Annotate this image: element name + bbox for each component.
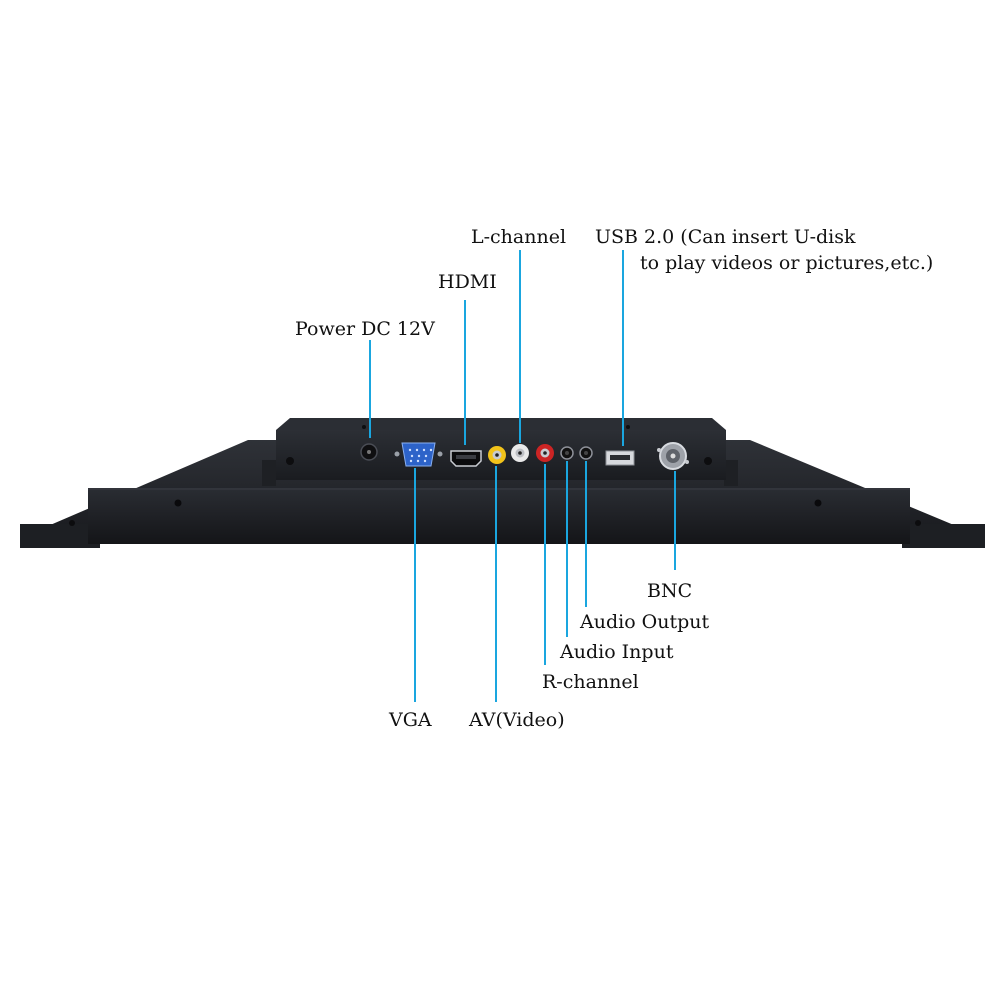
label-vga: VGA [389,709,432,731]
label-bnc: BNC [647,580,693,602]
label-usb-line2: to play videos or pictures,etc.) [640,252,934,274]
label-audio-input: Audio Input [560,641,674,663]
flange-tab-right [902,524,985,548]
label-audio-output: Audio Output [580,611,710,633]
hdmi-port [450,450,482,467]
callout-lines [369,250,676,702]
audio-output-port [579,446,593,460]
control-box-top [276,418,726,430]
l-channel-port [511,444,529,462]
power-port [360,443,378,461]
label-av-video: AV(Video) [469,709,565,731]
label-hdmi: HDMI [438,271,497,293]
chassis-body [88,488,910,544]
label-power: Power DC 12V [295,318,435,340]
label-r-channel: R-channel [542,671,639,693]
flange-tab-left [20,524,100,548]
av-video-port [488,446,506,464]
audio-input-port [560,446,574,460]
bnc-port [657,442,689,470]
label-usb-line1: USB 2.0 (Can insert U-disk [595,226,856,248]
r-channel-port [536,444,554,462]
vga-port [394,442,443,467]
usb-port [605,450,635,466]
label-l-channel: L-channel [471,226,567,248]
